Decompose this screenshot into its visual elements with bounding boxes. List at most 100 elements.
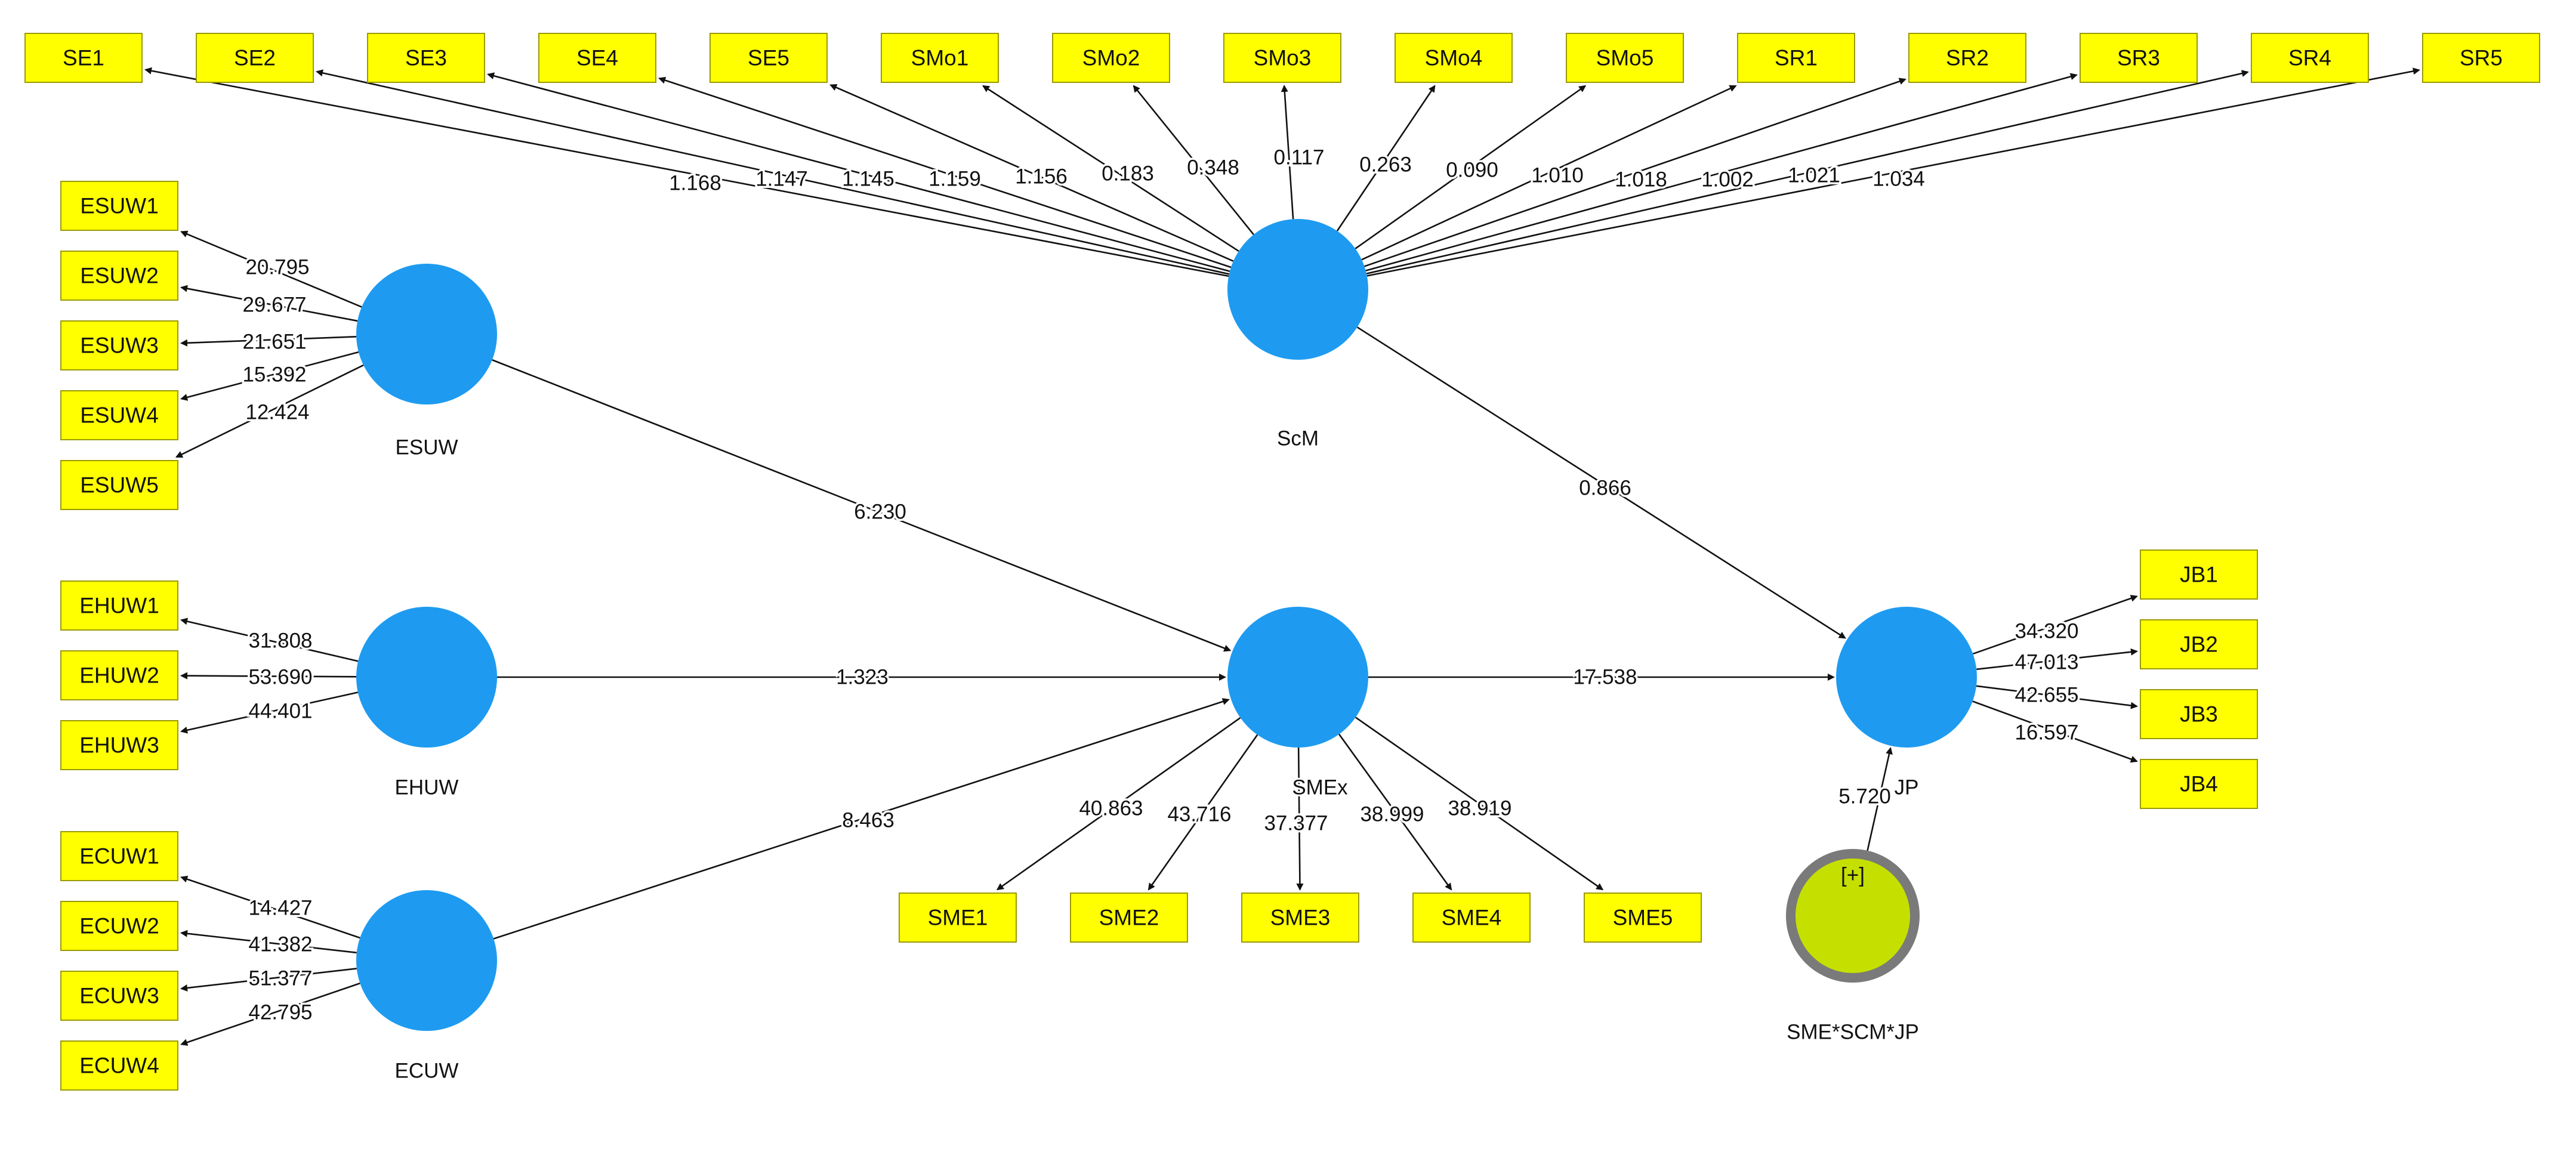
latent-variable-ecuw[interactable]: ECUW [356, 890, 497, 1085]
coefficient-label-scm-to-se5: 1.156 [1015, 165, 1068, 189]
indicator-box [2140, 689, 2258, 739]
indicator-ehuw1[interactable]: EHUW1 [60, 580, 178, 631]
indicator-esuw3[interactable]: ESUW3 [60, 320, 178, 370]
coefficient-label-ehuw-to-ehuw1: 31.808 [248, 629, 312, 653]
coefficient-label-scm-to-smo4: 0.263 [1359, 153, 1412, 177]
coefficient-label-esuw-to-esuw4: 15.392 [242, 363, 306, 387]
indicator-label: SME4 [1442, 906, 1502, 930]
indicator-esuw2[interactable]: ESUW2 [60, 251, 178, 301]
indicator-smo2[interactable]: SMo2 [1052, 33, 1170, 83]
indicator-box [899, 893, 1017, 943]
indicator-label: JB4 [2180, 772, 2218, 796]
coefficient-label-esuw-to-esuw2: 29.677 [242, 294, 306, 317]
indicator-box [60, 390, 178, 440]
path-arrow-smex-to-sme3 [1296, 747, 1304, 891]
indicator-ehuw2[interactable]: EHUW2 [60, 650, 178, 700]
latent-variable-ehuw[interactable]: EHUW [356, 607, 497, 801]
indicator-label: SR3 [2117, 46, 2160, 70]
indicator-se1[interactable]: SE1 [24, 33, 143, 83]
indicator-jb3[interactable]: JB3 [2140, 689, 2258, 739]
indicator-se5[interactable]: SE5 [709, 33, 828, 83]
coefficient-label-ecuw-to-ecuw4: 42.795 [248, 1001, 312, 1024]
indicator-box [2422, 33, 2540, 83]
coefficient-label-scm-to-sr1: 1.010 [1531, 164, 1584, 187]
latent-variable-smex[interactable]: SMEx [1227, 607, 1368, 801]
indicator-box [367, 33, 485, 83]
coefficient-label-jp-to-jb1: 34.320 [2014, 620, 2078, 643]
expand-badge[interactable]: [+] [1841, 864, 1865, 887]
latent-label: ESUW [396, 436, 458, 459]
path-arrow-ehuw-to-ehuw1 [180, 617, 359, 662]
indicator-esuw4[interactable]: ESUW4 [60, 390, 178, 440]
indicator-box [1395, 33, 1513, 83]
indicator-jb4[interactable]: JB4 [2140, 759, 2258, 809]
indicator-se2[interactable]: SE2 [196, 33, 314, 83]
path-arrow-esuw-to-esuw5 [175, 364, 364, 458]
indicator-sme3[interactable]: SME3 [1241, 893, 1359, 943]
latent-variable-esuw[interactable]: ESUW [356, 264, 497, 461]
path-arrow-ecuw-to-ecuw4 [180, 982, 360, 1046]
indicator-ecuw3[interactable]: ECUW3 [60, 971, 178, 1021]
indicator-box [60, 831, 178, 881]
edges-layer [144, 67, 2420, 1046]
path-arrow-ehuw-to-ehuw3 [180, 691, 359, 734]
path-arrow-jp-to-jb2 [1976, 648, 2138, 671]
latent-variable-scm[interactable]: ScM [1227, 219, 1368, 452]
indicator-smo4[interactable]: SMo4 [1395, 33, 1513, 83]
indicator-box [1908, 33, 2026, 83]
coefficient-label-smex-to-sme5: 38.919 [1448, 797, 1511, 820]
indicator-ecuw1[interactable]: ECUW1 [60, 831, 178, 881]
indicator-esuw5[interactable]: ESUW5 [60, 460, 178, 510]
indicator-ecuw2[interactable]: ECUW2 [60, 901, 178, 951]
indicator-ecuw4[interactable]: ECUW4 [60, 1040, 178, 1091]
path-arrow-esuw-to-esuw3 [180, 336, 357, 347]
indicator-label: SME2 [1099, 906, 1159, 930]
indicator-box [1584, 893, 1702, 943]
indicator-box [60, 1040, 178, 1091]
indicator-label: SMo4 [1425, 46, 1483, 70]
path-arrow-scm-to-se1 [144, 67, 1229, 277]
path-arrow-esuw-to-smex [492, 359, 1232, 652]
indicator-sme4[interactable]: SME4 [1412, 893, 1531, 943]
path-arrow-ehuw-to-ehuw2 [180, 672, 357, 680]
indicator-smo5[interactable]: SMo5 [1566, 33, 1684, 83]
indicator-sme5[interactable]: SME5 [1584, 893, 1702, 943]
indicator-label: SE4 [576, 46, 618, 70]
indicator-smo3[interactable]: SMo3 [1223, 33, 1341, 83]
indicator-ehuw3[interactable]: EHUW3 [60, 720, 178, 770]
indicator-smo1[interactable]: SMo1 [881, 33, 999, 83]
path-arrow-scm-to-sr5 [1366, 67, 2420, 277]
coefficient-label-jp-to-jb4: 16.597 [2014, 721, 2078, 745]
indicator-jb1[interactable]: JB1 [2140, 549, 2258, 600]
indicator-sr3[interactable]: SR3 [2080, 33, 2198, 83]
path-arrow-scm-to-jp [1356, 326, 1846, 639]
indicator-jb2[interactable]: JB2 [2140, 619, 2258, 669]
moderator-circle [1786, 849, 1920, 983]
indicator-box [1070, 893, 1188, 943]
coefficient-label-ecuw-to-ecuw1: 14.427 [248, 897, 312, 920]
indicator-box [881, 33, 999, 83]
indicator-sme2[interactable]: SME2 [1070, 893, 1188, 943]
indicator-sr5[interactable]: SR5 [2422, 33, 2540, 83]
latent-variable-mod[interactable]: [+]SME*SCM*JP [1785, 849, 1921, 1046]
indicator-box [709, 33, 828, 83]
indicator-label: EHUW1 [79, 594, 159, 618]
indicator-se3[interactable]: SE3 [367, 33, 485, 83]
indicator-label: ECUW3 [79, 984, 159, 1008]
indicator-box [1052, 33, 1170, 83]
indicator-box [60, 251, 178, 301]
indicator-sr4[interactable]: SR4 [2251, 33, 2369, 83]
coefficient-label-mod-to-jp: 5.720 [1838, 785, 1891, 808]
latent-circle [1227, 607, 1368, 748]
indicator-esuw1[interactable]: ESUW1 [60, 181, 178, 231]
coefficient-label-scm-to-smo3: 0.117 [1274, 146, 1325, 169]
latent-variable-jp[interactable]: JP [1836, 607, 1977, 801]
path-arrow-ecuw-to-smex [493, 698, 1230, 940]
path-arrow-esuw-to-esuw1 [180, 230, 362, 308]
indicator-sme1[interactable]: SME1 [899, 893, 1017, 943]
indicator-label: ECUW2 [79, 914, 159, 938]
indicator-se4[interactable]: SE4 [538, 33, 656, 83]
indicator-sr2[interactable]: SR2 [1908, 33, 2026, 83]
indicator-sr1[interactable]: SR1 [1737, 33, 1855, 83]
